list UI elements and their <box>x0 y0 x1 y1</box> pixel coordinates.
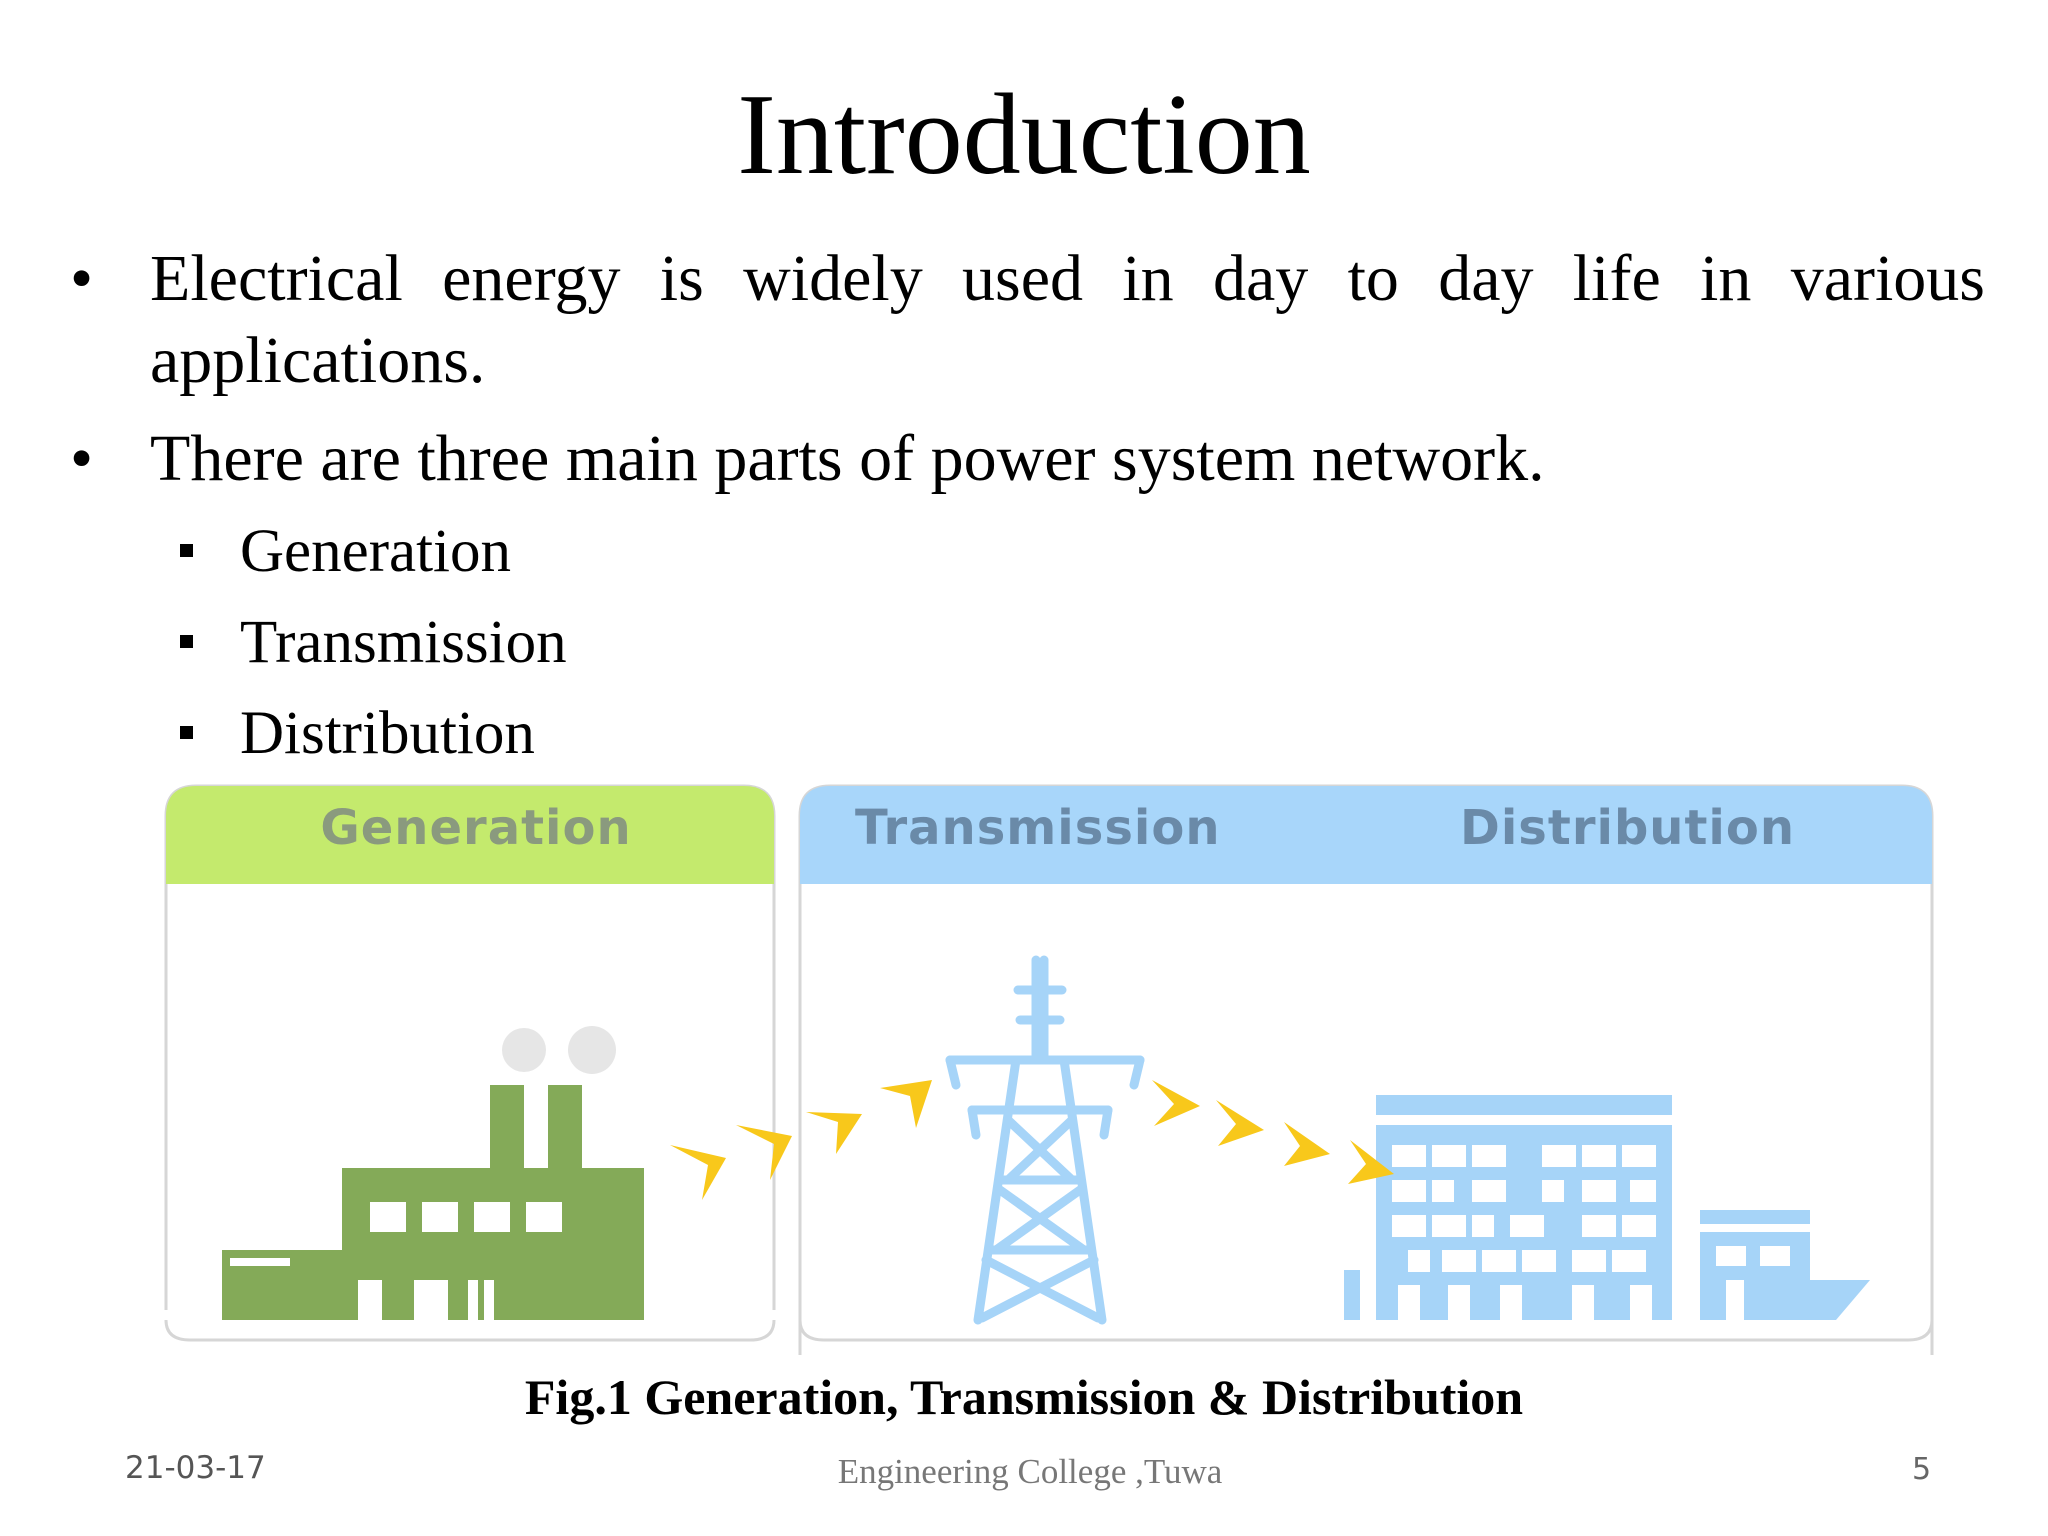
energy-flow-arrow-icon <box>806 1112 862 1154</box>
bullet-item: • There are three main parts of power sy… <box>70 418 1985 500</box>
bullet-text: There are three main parts of power syst… <box>150 422 1545 495</box>
distribution-panel-label: Distribution <box>1460 800 1796 856</box>
generation-panel <box>164 784 776 1342</box>
energy-flow-arrow-icon <box>736 1125 792 1180</box>
energy-flow-arrows <box>670 1080 1394 1200</box>
energy-flow-arrow-icon <box>1348 1140 1394 1184</box>
energy-flow-arrow-icon <box>880 1080 932 1128</box>
sub-bullet-text: Distribution <box>240 700 535 767</box>
building-windows <box>1392 1145 1790 1320</box>
energy-flow-arrow-icon <box>1152 1080 1200 1126</box>
slide-title: Introduction <box>737 71 1311 199</box>
power-plant-icon <box>222 1026 644 1320</box>
square-bullet-icon <box>180 544 193 557</box>
bullet-dot-icon: • <box>70 242 94 315</box>
footer-organization: Engineering College ,Tuwa <box>837 1452 1223 1491</box>
sub-bullet-item: Transmission <box>180 603 567 683</box>
transmission-panel-label: Transmission <box>855 800 1221 856</box>
figure-illustration <box>164 784 1934 1355</box>
bullet-item: • Electrical energy is widely used in da… <box>70 238 1985 402</box>
generation-panel-label: Generation <box>320 800 632 856</box>
transmission-distribution-panel <box>798 784 1934 1355</box>
sub-bullet-item: Generation <box>180 512 511 592</box>
transmission-tower-icon <box>945 955 1145 1325</box>
city-buildings-icon <box>1344 1095 1870 1320</box>
bullet-dot-icon: • <box>70 422 94 495</box>
figure-caption: Fig.1 Generation, Transmission & Distrib… <box>524 1369 1524 1425</box>
bullet-text: Electrical energy is widely used in day … <box>150 242 1985 397</box>
sub-bullet-item: Distribution <box>180 694 535 774</box>
page-number: 5 <box>1912 1452 1932 1487</box>
energy-flow-arrow-icon <box>670 1145 726 1200</box>
sub-bullet-text: Generation <box>240 518 511 585</box>
footer-date: 21-03-17 <box>125 1450 266 1486</box>
energy-flow-arrow-icon <box>1284 1122 1330 1166</box>
sub-bullet-text: Transmission <box>240 609 567 676</box>
square-bullet-icon <box>180 726 193 739</box>
energy-flow-arrow-icon <box>1216 1100 1264 1146</box>
square-bullet-icon <box>180 635 193 648</box>
